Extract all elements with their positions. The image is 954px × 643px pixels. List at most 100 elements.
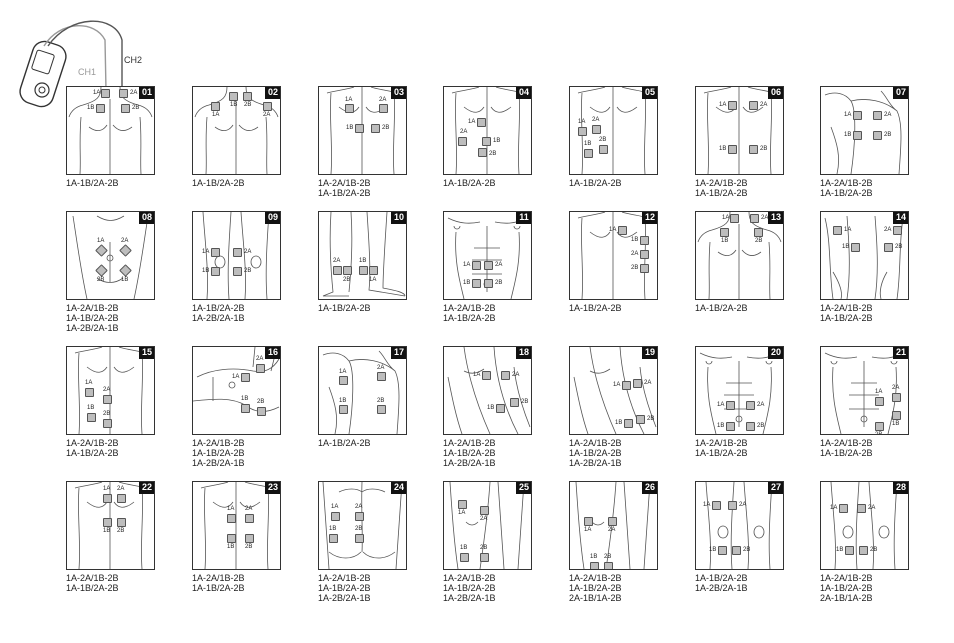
- electrode-pad: [754, 228, 763, 237]
- electrode-label: 2B: [480, 545, 488, 551]
- electrode-label: 2B: [884, 132, 892, 138]
- diagram-number: 21: [893, 347, 908, 359]
- electrode-label: 2A: [480, 516, 488, 522]
- pairing-line: 1A-2B/2A-1B: [66, 323, 119, 333]
- pairing-line: 1A-2A/1B-2B: [66, 438, 119, 448]
- electrode-label: 2B: [489, 151, 497, 157]
- electrode-label: 2A: [495, 262, 503, 268]
- electrode-label: 1B: [202, 268, 210, 274]
- electrode-pad: [592, 125, 601, 134]
- diagram-number: 24: [391, 482, 406, 494]
- electrode-pad: [377, 372, 386, 381]
- pairing-line: 1A-2A/1B-2B: [820, 178, 873, 188]
- electrode-pad: [477, 118, 486, 127]
- electrode-pad: [345, 104, 354, 113]
- electrode-pad: [893, 226, 902, 235]
- electrode-pad: [458, 500, 467, 509]
- electrode-label: 1A: [93, 90, 101, 96]
- electrode-label: 2A: [884, 112, 892, 118]
- electrode-label: 2B: [870, 547, 878, 553]
- electrode-label: 2B: [97, 277, 105, 283]
- pairing-caption: 1A-1B/2A-2B: [569, 303, 622, 313]
- electrode-pad: [211, 102, 220, 111]
- electrode-pad: [458, 137, 467, 146]
- electrode-label: 1B: [584, 141, 592, 147]
- electrode-pad: [101, 89, 110, 98]
- electrode-label: 1B: [463, 280, 471, 286]
- electrode-pad: [584, 149, 593, 158]
- electrode-label: 1B: [230, 102, 238, 108]
- electrode-pad: [339, 405, 348, 414]
- electrode-label: 1B: [717, 423, 725, 429]
- electrode-label: 1B: [460, 545, 468, 551]
- pairing-line: 1A-1B/2A-2B: [192, 303, 245, 313]
- electrode-pad: [103, 395, 112, 404]
- diagram-number: 17: [391, 347, 406, 359]
- electrode-label: 1A: [458, 510, 466, 516]
- electrode-label: 1A: [613, 382, 621, 388]
- body-outline: [202, 212, 270, 299]
- electrode-pad: [720, 228, 729, 237]
- pairing-line: 1A-1B/2A-2B: [443, 313, 496, 323]
- electrode-pad: [636, 415, 645, 424]
- electrode-label: 2A: [592, 117, 600, 123]
- diagram-number: 22: [139, 482, 154, 494]
- electrode-label: 2B: [743, 547, 751, 553]
- electrode-pad: [371, 124, 380, 133]
- electrode-pad: [87, 413, 96, 422]
- body-outline: [193, 347, 280, 412]
- pairing-line: 1A-2A/1B-2B: [318, 178, 371, 188]
- electrode-label: 2A: [761, 215, 769, 221]
- electrode-pad: [233, 267, 242, 276]
- electrode-pad: [892, 393, 901, 402]
- pairing-line: 1A-2A/1B-2B: [192, 438, 245, 448]
- electrode-pad: [472, 279, 481, 288]
- electrode-pad: [85, 388, 94, 397]
- electrode-pad: [640, 236, 649, 245]
- body-outline: [575, 482, 651, 569]
- pairing-line: 2A-1B/1A-2B: [569, 593, 622, 603]
- electrode-label: 2A: [884, 227, 892, 233]
- electrode-label: 1A: [468, 119, 476, 125]
- electrode-label: 1A: [345, 97, 353, 103]
- electrode-label: 1B: [836, 547, 844, 553]
- pairing-line: 1A-2A/1B-2B: [66, 303, 119, 313]
- electrode-label: 2A: [377, 365, 385, 371]
- electrode-pad: [460, 553, 469, 562]
- electrode-label: 2A: [739, 502, 747, 508]
- electrode-pad: [875, 397, 884, 406]
- electrode-label: 1B: [493, 138, 501, 144]
- electrode-label: 2B: [631, 265, 639, 271]
- body-outline: [322, 350, 400, 434]
- pairing-line: 1A-1B/2A-2B: [569, 583, 622, 593]
- pairing-line: 1A-1B/2A-2B: [318, 188, 371, 198]
- diagram-number: 15: [139, 347, 154, 359]
- electrode-pad: [732, 546, 741, 555]
- pairing-line: 1A-2B/2A-1B: [443, 593, 496, 603]
- pairing-line: 1A-2A/1B-2B: [820, 303, 873, 313]
- electrode-label: 1B: [590, 554, 598, 560]
- pairing-line: 1A-2A/1B-2B: [443, 438, 496, 448]
- pairing-line: 1A-1B/2A-2B: [569, 448, 622, 458]
- electrode-label: 2B: [599, 137, 607, 143]
- electrode-label: 1A: [719, 102, 727, 108]
- pairing-line: 1A-1B/2A-2B: [695, 448, 748, 458]
